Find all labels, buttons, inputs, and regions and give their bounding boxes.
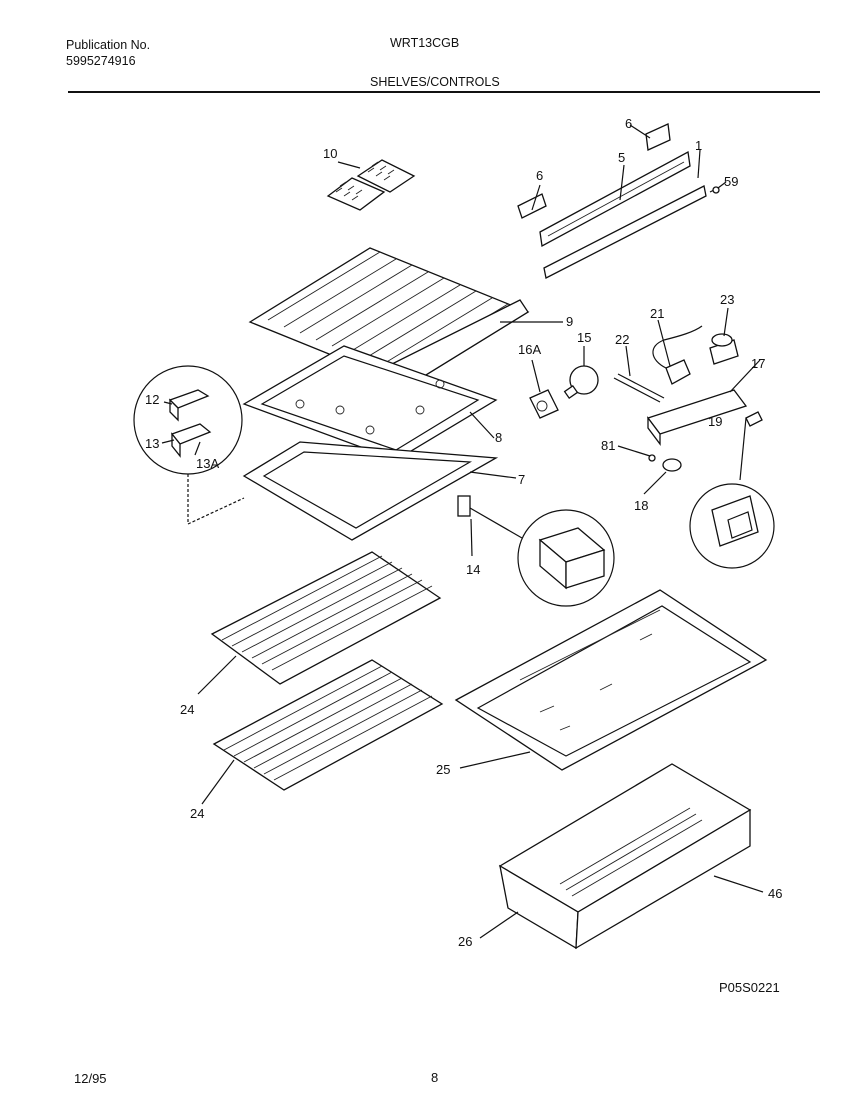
diagram-code: P05S0221 [719,980,780,995]
callout-59: 59 [724,174,738,189]
callout-25: 25 [436,762,450,777]
callout-81: 81 [601,438,615,453]
callout-23: 23 [720,292,734,307]
model-number: WRT13CGB [390,36,460,50]
callout-22: 22 [615,332,629,347]
footer-date: 12/95 [74,1071,107,1086]
callout-10: 10 [323,146,337,161]
egg-tray-part [326,159,416,211]
callout-19: 19 [708,414,722,429]
callout-24-upper: 24 [180,702,194,717]
publication-label: Publication No. [66,38,151,52]
callout-13: 13 [145,436,159,451]
callout-16a: 16A [518,342,541,357]
callout-17: 17 [751,356,765,371]
wire-shelf-upper [210,551,442,685]
shelf-frame-part [242,345,498,461]
door-bin-inset [133,365,245,525]
callout-13a: 13A [196,456,219,471]
callout-46: 46 [768,886,782,901]
callout-8: 8 [495,430,502,445]
control-components-part [529,325,775,569]
leader-lines [161,124,764,939]
section-title: SHELVES/CONTROLS [370,75,500,89]
callout-18: 18 [634,498,648,513]
callout-labels: 1 5 6 6 59 10 9 15 16A 21 22 23 17 12 13… [145,116,782,949]
crisper-drawer-part [498,763,752,950]
callout-9: 9 [566,314,573,329]
callout-5: 5 [618,150,625,165]
top-shelf-part [248,247,530,387]
callout-21: 21 [650,306,664,321]
callout-26: 26 [458,934,472,949]
callout-14: 14 [466,562,480,577]
callout-1: 1 [695,138,702,153]
callout-7: 7 [518,472,525,487]
control-channel-part [517,123,720,279]
callout-24-lower: 24 [190,806,204,821]
page-number: 8 [431,1070,439,1085]
callout-12: 12 [145,392,159,407]
crisper-cover-part [454,589,768,771]
callout-6-left: 6 [536,168,543,183]
wire-shelf-lower [212,659,444,791]
callout-15: 15 [577,330,591,345]
callout-6-top: 6 [625,116,632,131]
light-shield-part [242,441,499,541]
publication-number: 5995274916 [66,54,136,68]
light-switch-part [457,495,615,607]
